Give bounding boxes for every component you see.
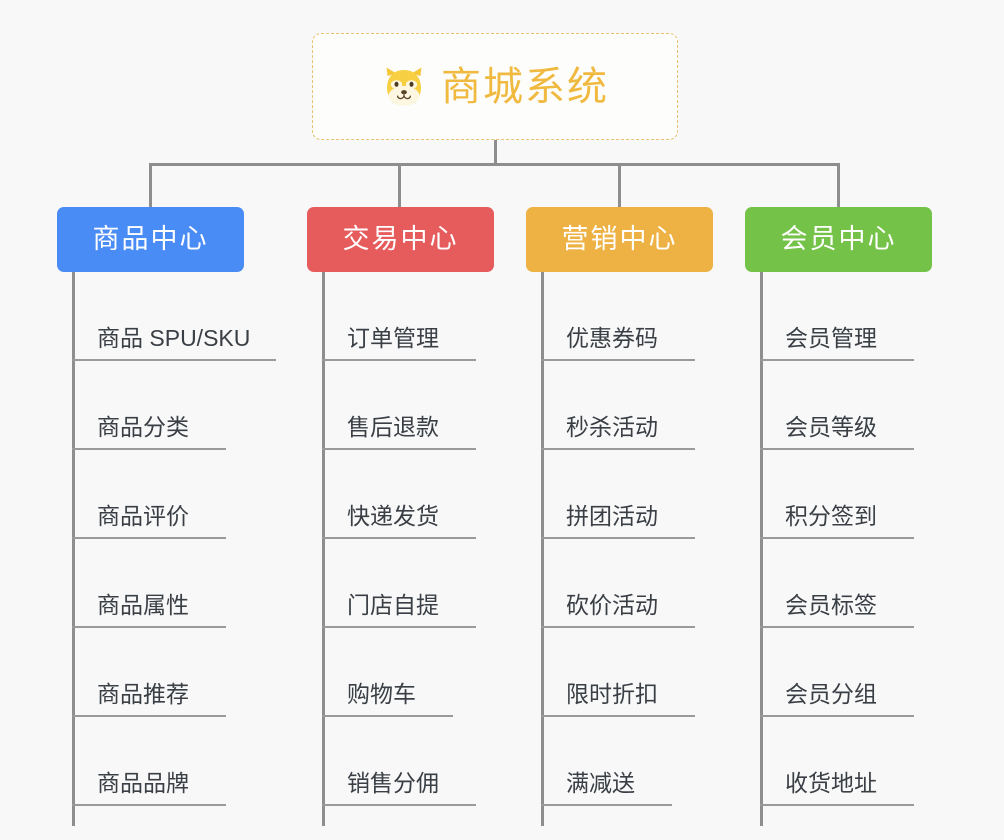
category-header-member-center[interactable]: 会员中心 — [745, 207, 932, 272]
leaf-label: 会员管理 — [785, 325, 877, 351]
leaf-label: 商品属性 — [97, 592, 189, 618]
leaf-label: 商品品牌 — [97, 770, 189, 796]
leaf-item[interactable]: 积分签到 — [760, 450, 914, 539]
leaf-item[interactable]: 商品评价 — [72, 450, 226, 539]
leaf-label: 商品分类 — [97, 414, 189, 440]
shiba-dog-icon — [381, 64, 427, 110]
leaf-item[interactable]: 门店自提 — [322, 539, 476, 628]
category-header-trade-center[interactable]: 交易中心 — [307, 207, 494, 272]
trunk-line-product-center — [72, 272, 75, 826]
leaf-label: 限时折扣 — [566, 681, 658, 707]
connector-root-stem — [494, 140, 497, 165]
leaf-label: 商品推荐 — [97, 681, 189, 707]
leaf-item[interactable]: 销售分佣 — [322, 717, 476, 806]
leaf-item[interactable]: 订单管理 — [322, 272, 476, 361]
leaf-label: 商品评价 — [97, 503, 189, 529]
leaf-item[interactable]: 会员等级 — [760, 361, 914, 450]
leaf-item[interactable]: 会员标签 — [760, 539, 914, 628]
trunk-line-marketing-center — [541, 272, 544, 826]
connector-drop-trade-center — [398, 163, 401, 208]
leaf-label: 积分签到 — [785, 503, 877, 529]
leaf-label: 购物车 — [347, 681, 416, 707]
category-label: 营销中心 — [561, 224, 678, 254]
leaf-item[interactable]: 商品属性 — [72, 539, 226, 628]
leaf-label: 拼团活动 — [566, 503, 658, 529]
leaf-label: 砍价活动 — [566, 592, 658, 618]
leaf-label: 满减送 — [566, 770, 635, 796]
leaf-label: 秒杀活动 — [566, 414, 658, 440]
leaf-item[interactable]: 收货地址 — [760, 717, 914, 806]
category-label: 商品中心 — [92, 224, 209, 254]
leaf-item[interactable]: 售后退款 — [322, 361, 476, 450]
leaf-label: 销售分佣 — [347, 770, 439, 796]
leaf-label: 会员等级 — [785, 414, 877, 440]
leaf-item[interactable]: 商品品牌 — [72, 717, 226, 806]
leaf-label: 订单管理 — [347, 325, 439, 351]
leaf-label: 优惠券码 — [566, 325, 658, 351]
leaf-item[interactable]: 商品推荐 — [72, 628, 226, 717]
trunk-line-trade-center — [322, 272, 325, 826]
leaf-item[interactable]: 商品 SPU/SKU — [72, 272, 276, 361]
leaf-item[interactable]: 优惠券码 — [541, 272, 695, 361]
leaf-label: 商品 SPU/SKU — [97, 325, 251, 351]
leaf-item[interactable]: 秒杀活动 — [541, 361, 695, 450]
leaf-item[interactable]: 会员管理 — [760, 272, 914, 361]
connector-horizontal-bus — [150, 163, 840, 166]
leaf-item[interactable]: 会员分组 — [760, 628, 914, 717]
root-node[interactable]: 商城系统 — [312, 33, 678, 140]
root-label: 商城系统 — [441, 64, 609, 109]
leaf-label: 门店自提 — [347, 592, 439, 618]
connector-drop-product-center — [149, 163, 152, 208]
leaf-item[interactable]: 拼团活动 — [541, 450, 695, 539]
leaf-item[interactable]: 购物车 — [322, 628, 453, 717]
leaf-item[interactable]: 满减送 — [541, 717, 672, 806]
leaf-item[interactable]: 商品分类 — [72, 361, 226, 450]
category-header-marketing-center[interactable]: 营销中心 — [526, 207, 713, 272]
connector-drop-marketing-center — [618, 163, 621, 208]
connector-drop-member-center — [837, 163, 840, 208]
leaf-label: 会员标签 — [785, 592, 877, 618]
trunk-line-member-center — [760, 272, 763, 826]
leaf-label: 售后退款 — [347, 414, 439, 440]
leaf-item[interactable]: 限时折扣 — [541, 628, 695, 717]
category-label: 交易中心 — [342, 224, 459, 254]
leaf-label: 收货地址 — [785, 770, 877, 796]
category-header-product-center[interactable]: 商品中心 — [57, 207, 244, 272]
leaf-label: 快递发货 — [347, 503, 439, 529]
category-label: 会员中心 — [780, 224, 897, 254]
leaf-label: 会员分组 — [785, 681, 877, 707]
leaf-item[interactable]: 砍价活动 — [541, 539, 695, 628]
leaf-item[interactable]: 快递发货 — [322, 450, 476, 539]
